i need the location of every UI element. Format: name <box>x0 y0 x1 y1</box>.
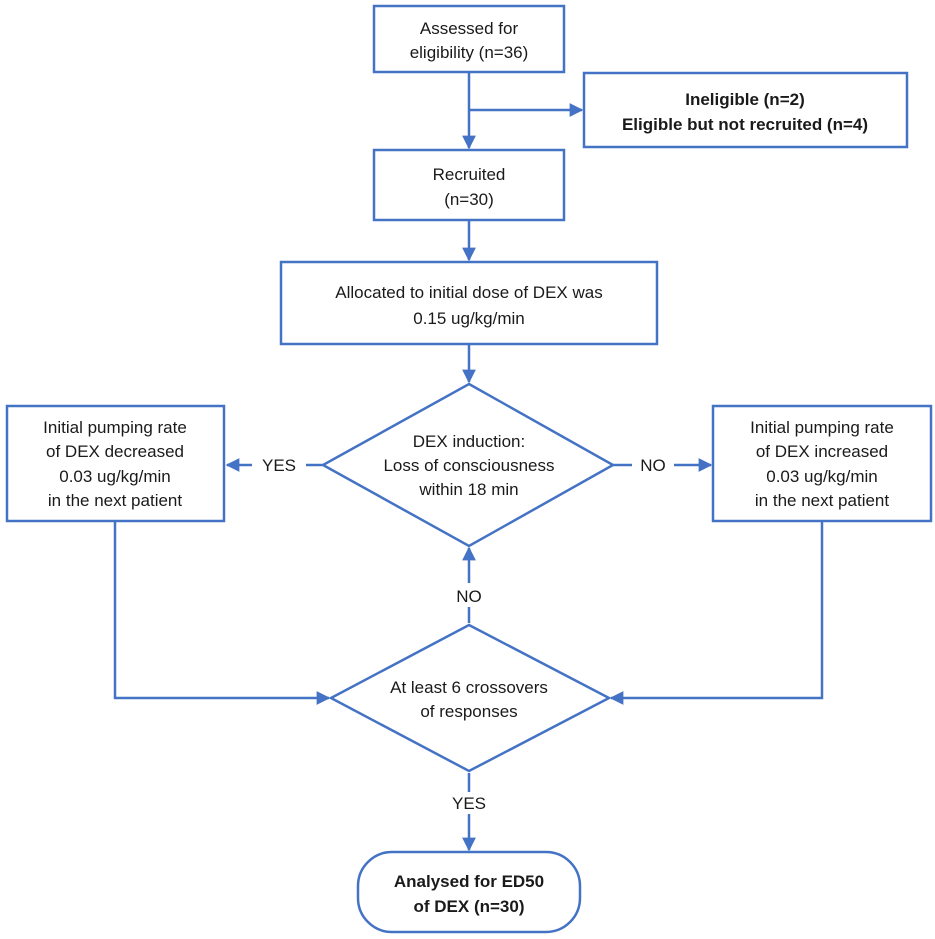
increase-line1: Initial pumping rate <box>750 418 894 437</box>
excluded-box: Ineligible (n=2) Eligible but not recrui… <box>582 71 909 149</box>
crossovers-no-label: NO <box>456 587 482 606</box>
increase-line3: 0.03 ug/kg/min <box>766 467 878 486</box>
analysed-line2: of DEX (n=30) <box>414 897 525 916</box>
excluded-line2: Eligible but not recruited (n=4) <box>622 115 868 134</box>
decrease-line4: in the next patient <box>48 491 182 510</box>
increase-line2: of DEX increased <box>756 442 888 461</box>
crossovers-yes-label: YES <box>452 794 486 813</box>
decrease-line3: 0.03 ug/kg/min <box>59 467 171 486</box>
recruited-box: Recruited (n=30) <box>372 148 566 222</box>
crossovers-diamond: At least 6 crossovers of responses <box>328 623 612 773</box>
excluded-line1: Ineligible (n=2) <box>685 90 805 109</box>
induction-line2: Loss of consciousness <box>383 456 554 475</box>
recruited-line2: (n=30) <box>444 190 494 209</box>
connector-increase-crossovers <box>609 521 824 705</box>
induction-diamond: DEX induction: Loss of consciousness wit… <box>320 382 616 548</box>
induction-line3: within 18 min <box>418 480 518 499</box>
assessed-line1: Assessed for <box>420 19 519 38</box>
crossovers-line1: At least 6 crossovers <box>390 678 548 697</box>
increase-line4: in the next patient <box>755 491 889 510</box>
decrease-box: Initial pumping rate of DEX decreased 0.… <box>5 404 226 523</box>
analysed-box: Analysed for ED50 of DEX (n=30) <box>356 850 582 934</box>
induction-yes-label: YES <box>262 456 296 475</box>
connector-decrease-crossovers <box>113 521 331 705</box>
allocated-line2: 0.15 ug/kg/min <box>413 309 525 328</box>
induction-line1: DEX induction: <box>413 432 525 451</box>
crossovers-line2: of responses <box>420 702 517 721</box>
decrease-line1: Initial pumping rate <box>43 418 187 437</box>
allocated-line1: Allocated to initial dose of DEX was <box>335 283 602 302</box>
recruited-line1: Recruited <box>433 165 506 184</box>
allocated-box: Allocated to initial dose of DEX was 0.1… <box>279 260 659 346</box>
increase-box: Initial pumping rate of DEX increased 0.… <box>711 404 933 523</box>
decrease-line2: of DEX decreased <box>46 442 184 461</box>
analysed-line1: Analysed for ED50 <box>394 872 544 891</box>
induction-no-label: NO <box>640 456 666 475</box>
assessed-line2: eligibility (n=36) <box>410 43 529 62</box>
assessed-box: Assessed for eligibility (n=36) <box>372 4 566 74</box>
